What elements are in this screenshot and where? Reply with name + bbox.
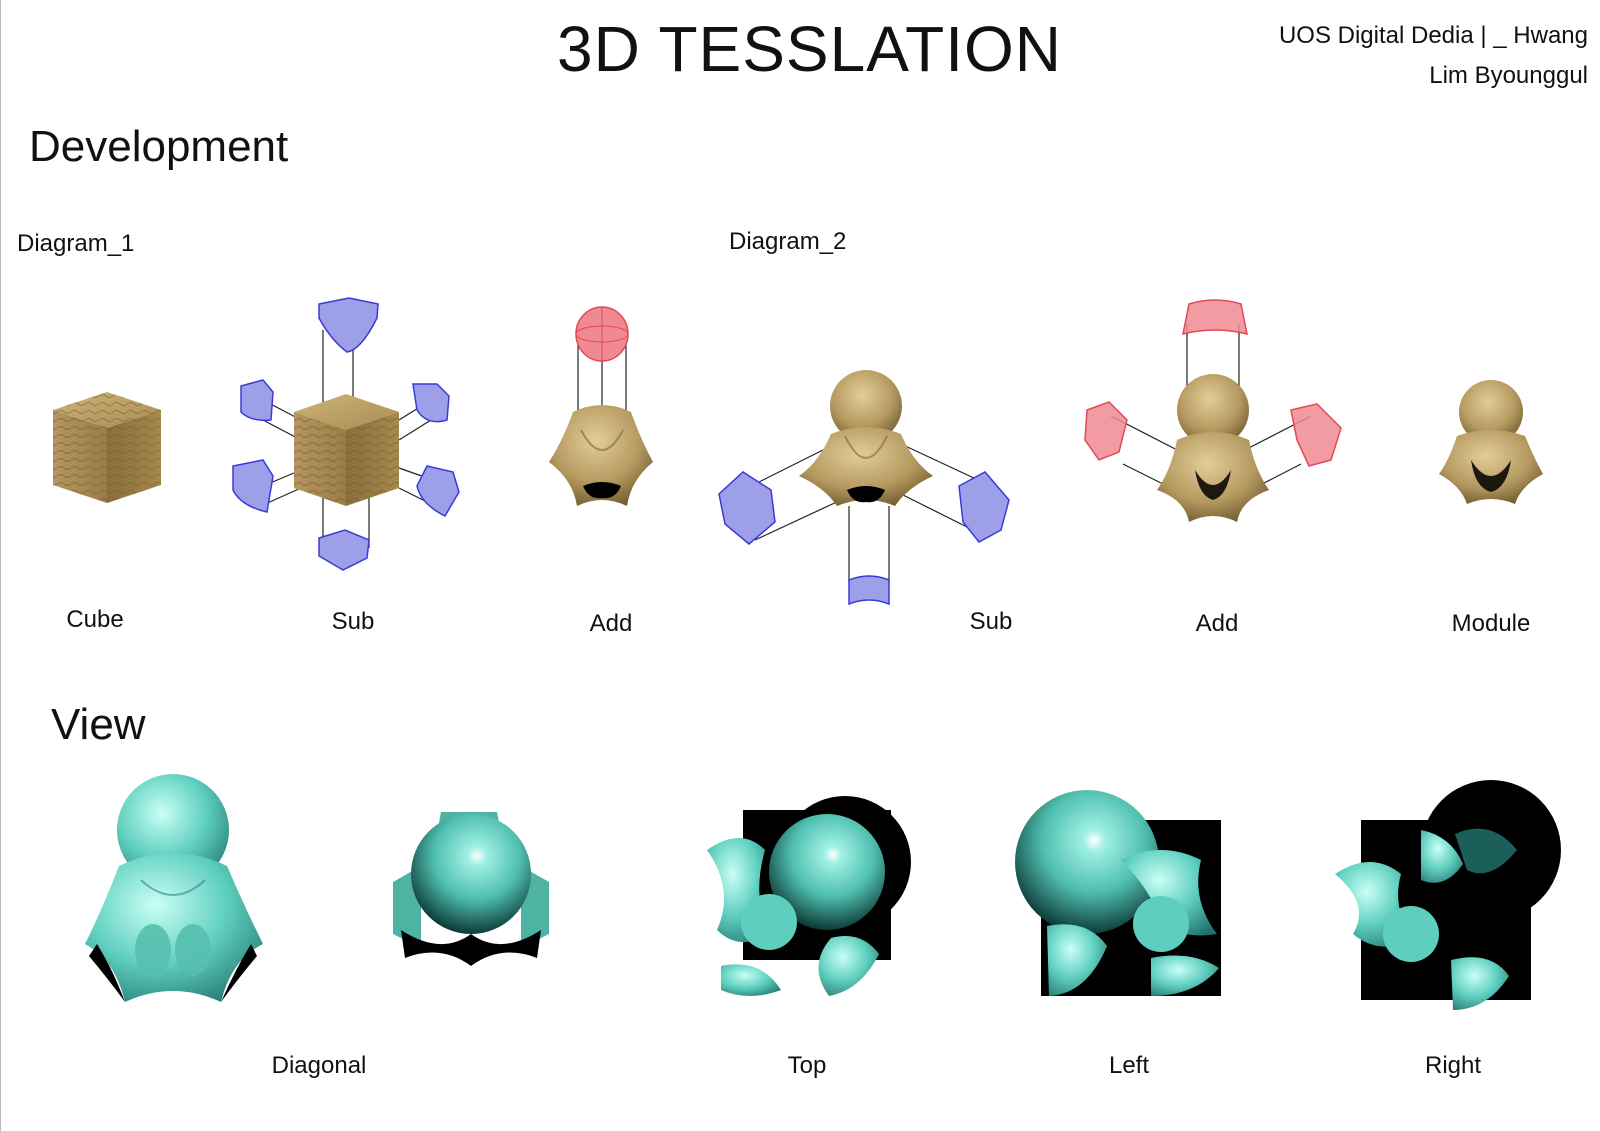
cube-illustration bbox=[53, 392, 161, 503]
caption-add-2: Add bbox=[1195, 610, 1239, 637]
view-diagonal-1 bbox=[85, 774, 263, 1002]
add-1-module bbox=[549, 405, 653, 506]
add-2-red-pieces bbox=[1084, 299, 1342, 467]
add-2-module bbox=[1157, 374, 1269, 522]
diagram-1-label: Diagram_1 bbox=[17, 230, 135, 257]
page-title: 3D TESSLATION bbox=[557, 13, 1062, 85]
caption-left: Left bbox=[1108, 1052, 1150, 1079]
sub-2-module bbox=[799, 370, 933, 506]
caption-diagonal: Diagonal bbox=[271, 1052, 367, 1079]
author-line-2: Lim Byounggul bbox=[1429, 62, 1588, 89]
caption-right: Right bbox=[1424, 1052, 1482, 1079]
caption-add-1: Add bbox=[589, 610, 633, 637]
view-diagonal-2 bbox=[393, 812, 549, 966]
view-section-title: View bbox=[51, 700, 146, 749]
diagram-2-label: Diagram_2 bbox=[729, 228, 847, 255]
view-right bbox=[1335, 780, 1561, 1010]
caption-sub-2: Sub bbox=[969, 608, 1013, 635]
caption-sub-1: Sub bbox=[331, 608, 375, 635]
sub-2-blue-pieces bbox=[718, 471, 1010, 606]
author-line-1: UOS Digital Dedia | _ Hwang bbox=[1278, 22, 1588, 49]
module-illustration bbox=[1439, 380, 1543, 504]
caption-top: Top bbox=[787, 1052, 827, 1079]
caption-module: Module bbox=[1451, 610, 1531, 637]
sub-1-cube bbox=[294, 394, 399, 506]
add-1-red-sphere bbox=[575, 306, 629, 362]
caption-cube: Cube bbox=[66, 606, 124, 633]
view-top bbox=[707, 796, 911, 996]
view-left bbox=[1015, 790, 1221, 996]
sub-1-blue-pieces bbox=[232, 297, 460, 571]
development-section-title: Development bbox=[29, 122, 289, 171]
